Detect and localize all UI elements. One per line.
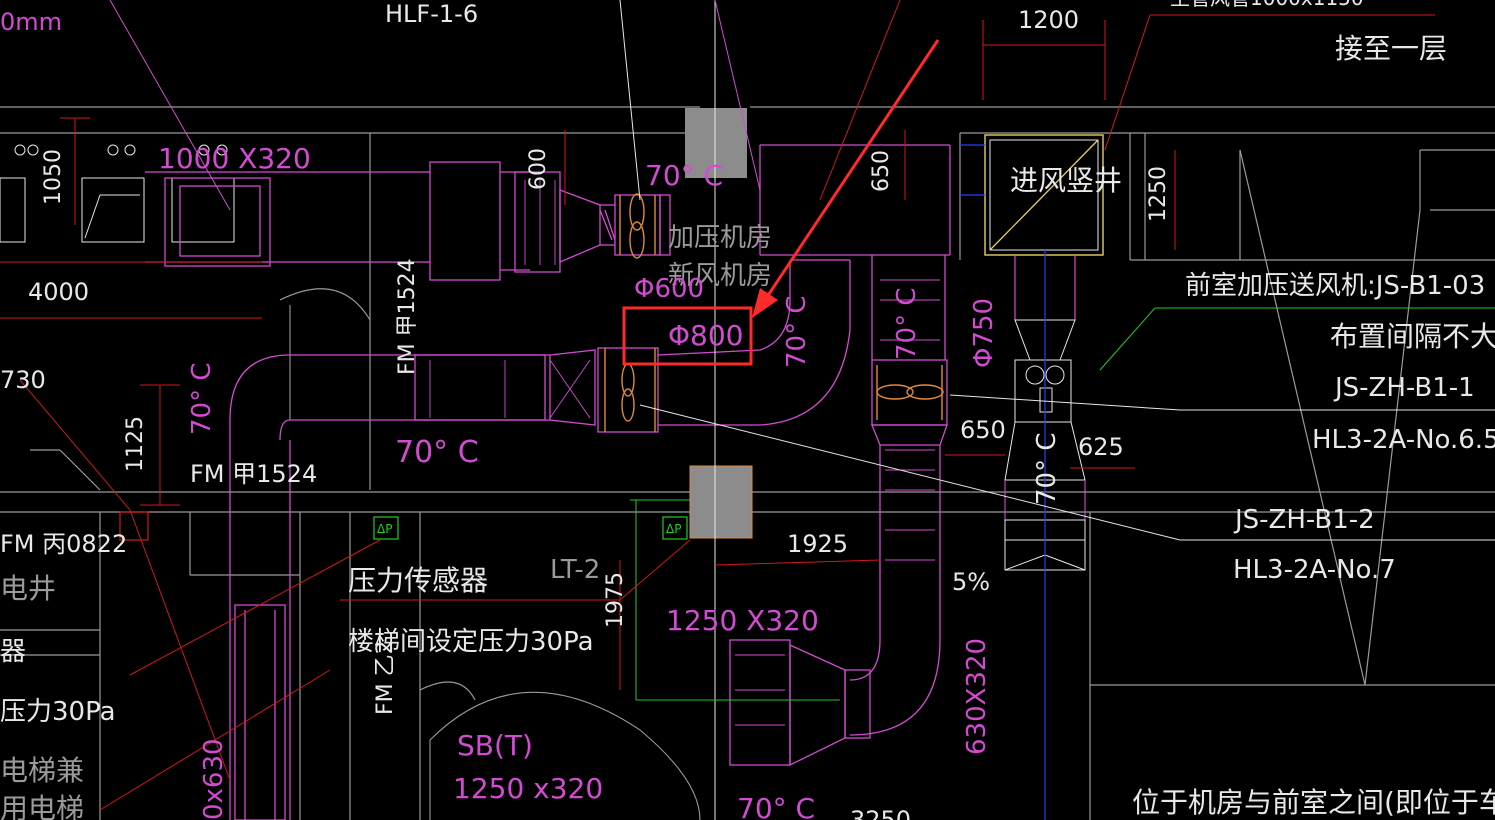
label-mm: 0mm [0, 8, 62, 36]
label-duct-630x320: 630X320 [962, 638, 992, 755]
label-fm-0822: FM 丙0822 [0, 530, 127, 558]
label-temp-70-mid: 70° C [395, 435, 479, 470]
label-hlf: HLF-1-6 [385, 0, 478, 28]
label-dim-600: 600 [526, 148, 551, 190]
left-small-box [119, 511, 149, 541]
label-dim-4000: 4000 [28, 278, 89, 306]
label-antechamber-fan: 前室加压送风机:JS-B1-03 [1185, 271, 1485, 301]
label-left-elevator2: 用电梯 [0, 792, 84, 820]
label-temp-70-bottom: 70° C [737, 792, 815, 820]
label-duct-1000x320: 1000 X320 [158, 142, 311, 175]
label-temp-70-v1: 70° C [782, 295, 812, 368]
label-dim-1975: 1975 [603, 572, 628, 628]
label-delta-p-1: ΔP [377, 522, 392, 536]
label-dim-3250: 3250 [850, 806, 911, 820]
duct-hatching [429, 180, 940, 726]
label-pressurize-room: 加压机房 [668, 223, 772, 253]
label-dim-730: 730 [0, 366, 46, 394]
label-duct-1250x320-a: 1250 X320 [666, 604, 819, 637]
label-top-cut: 主管风管1000x1150 [1170, 0, 1364, 10]
dimension-lines [0, 20, 1176, 690]
label-phi-600: Φ600 [634, 274, 704, 304]
label-dim-1050: 1050 [41, 149, 66, 205]
label-duct-1250x320-b: 1250 x320 [453, 772, 603, 805]
ductwork [145, 144, 951, 820]
intake-air-shaft [984, 134, 1104, 571]
label-air-shaft: 进风竖井 [1010, 164, 1122, 197]
label-pressure-sensor: 压力传感器 [348, 564, 488, 597]
label-left-630: 0x630 [199, 738, 229, 820]
label-hl3-7: HL3-2A-No.7 [1233, 555, 1396, 585]
label-elec-shaft: 电井 [0, 572, 56, 605]
label-fm-1524-b: FM 甲1524 [190, 460, 317, 488]
label-fm-2: FM 乙2 [373, 640, 398, 715]
pressure-sensor-box-2 [662, 516, 688, 540]
label-phi-800: Φ800 [668, 319, 743, 352]
structural-column-mid [689, 465, 753, 539]
label-js-zh-b1-1: JS-ZH-B1-1 [1333, 373, 1475, 403]
label-hl3-65a: HL3-2A-No.6.5A [1312, 425, 1495, 455]
label-temp-70-v2: 70° C [892, 287, 922, 360]
label-stair-pressure: 楼梯间设定压力30Pa [348, 627, 594, 657]
label-lt2: LT-2 [550, 555, 600, 585]
label-left-qi: 器 [0, 637, 26, 667]
label-dim-1250-right: 1250 [1146, 166, 1171, 222]
label-left-pressure: 压力30Pa [0, 697, 116, 727]
label-temp-70-top: 70° C [645, 159, 723, 192]
label-js-zh-b1-2: JS-ZH-B1-2 [1233, 505, 1375, 535]
label-dim-1125: 1125 [123, 416, 148, 472]
label-dim-650-top: 650 [869, 150, 894, 192]
label-spacing-note: 布置间隔不大于 [1330, 320, 1495, 353]
label-temp-70-left: 70° C [187, 362, 217, 435]
label-temp-70-shaft: 70° C [1032, 432, 1062, 505]
pressure-sensor-box-1 [373, 516, 399, 540]
label-dim-625: 625 [1078, 433, 1124, 461]
structural-column-top [685, 108, 747, 178]
label-dim-1925: 1925 [787, 530, 848, 558]
label-slope: 5% [952, 568, 990, 596]
fan-symbols [604, 193, 944, 432]
axis-lines [714, 0, 1046, 820]
label-to-first-floor: 接至一层 [1335, 32, 1447, 65]
highlight-annotation [622, 39, 940, 366]
label-dim-1200: 1200 [1018, 6, 1079, 34]
label-delta-p-2: ΔP [666, 522, 681, 536]
label-left-elevator: 电梯兼 [0, 754, 84, 787]
label-fm-1524-a: FM 甲1524 [395, 258, 420, 375]
label-sb-t: SB(T) [457, 729, 533, 762]
label-fresh-air-room: 新风机房 [668, 261, 772, 291]
label-bottom-note: 位于机房与前室之间(即位于车 [1132, 786, 1495, 819]
door-swings [279, 288, 701, 820]
label-dim-650-mid: 650 [960, 416, 1006, 444]
label-phi-750: Φ750 [969, 298, 999, 368]
